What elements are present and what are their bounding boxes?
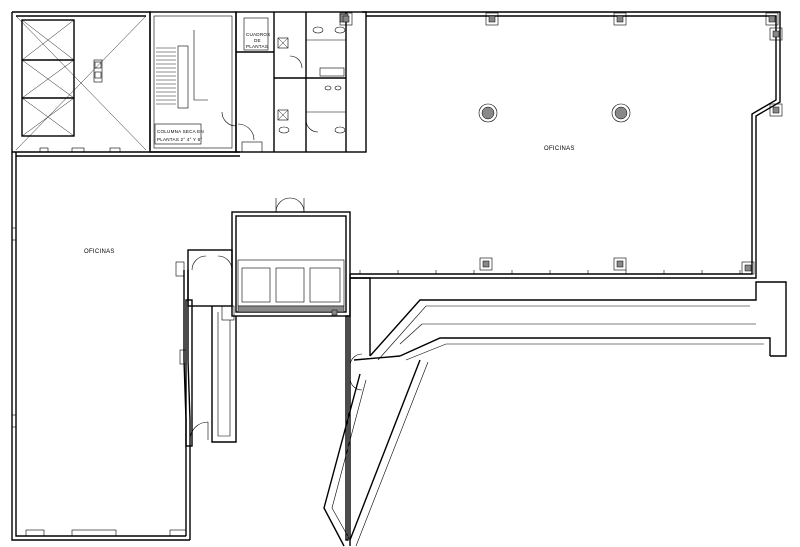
service-core: CUADROS DE PLANTAS bbox=[221, 11, 367, 153]
office-label-west: OFICINAS bbox=[84, 249, 115, 255]
south-east-well bbox=[323, 274, 787, 547]
corridor bbox=[175, 249, 237, 447]
facade-windows bbox=[11, 147, 187, 537]
perimeter-columns bbox=[339, 12, 783, 275]
round-columns bbox=[478, 103, 631, 123]
meter-box-label-2: DE bbox=[254, 38, 261, 43]
lift-lobby bbox=[221, 197, 351, 321]
office-label-north: OFICINAS bbox=[544, 146, 575, 152]
shaft-tower bbox=[15, 15, 147, 151]
meter-box-label-3: PLANTAS bbox=[246, 44, 268, 49]
meter-box-label-1: CUADROS bbox=[246, 32, 270, 37]
outer-walls bbox=[11, 11, 781, 541]
column-note-line2: PLANTAS 2° 4° Y 6° bbox=[157, 137, 202, 142]
staircase: COLUMNA SECA EN PLANTAS 2° 4° Y 6° bbox=[149, 11, 237, 153]
interior-ticks bbox=[359, 270, 741, 274]
column-note-line1: COLUMNA SECA EN bbox=[157, 129, 204, 134]
